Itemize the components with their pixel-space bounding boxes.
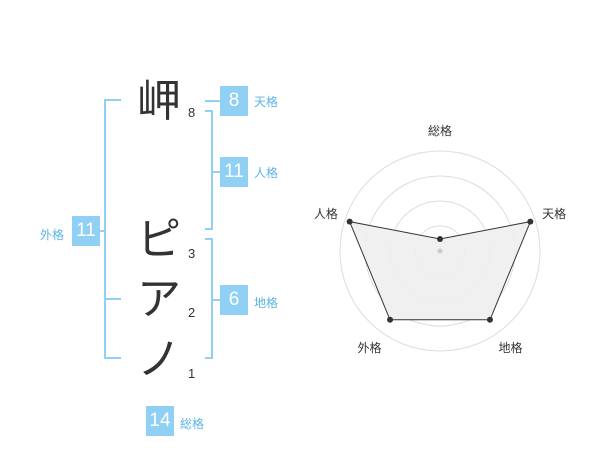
- jinkaku-connector: [211, 171, 220, 173]
- gaikaku-bracket-vertical: [104, 99, 106, 359]
- jinkaku-bracket-vertical: [211, 110, 213, 230]
- name-char-3: ア: [137, 274, 181, 325]
- stroke-count-3: 2: [188, 305, 196, 320]
- tenkaku-connector: [205, 100, 220, 102]
- gaikaku-bracket-inner: [104, 298, 121, 300]
- radar-point-5: [346, 218, 353, 225]
- radar-axis-label: 総格: [428, 123, 452, 138]
- radar-point-2: [527, 218, 534, 225]
- gaikaku-connector: [100, 230, 106, 232]
- jinkaku-bracket-top: [205, 110, 213, 112]
- chikaku-bracket-top: [205, 238, 213, 240]
- stroke-count-1: 8: [188, 105, 196, 120]
- jinkaku-value: 11: [220, 157, 248, 187]
- radar-point-1: [437, 236, 443, 242]
- radar-axis-label: 外格: [357, 340, 381, 355]
- radar-point-4: [387, 316, 394, 323]
- chikaku-bracket-bottom: [205, 357, 213, 359]
- soukaku-label: 総格: [180, 417, 205, 431]
- jinkaku-label: 人格: [254, 166, 279, 180]
- gaikaku-value: 11: [72, 216, 100, 246]
- radar-area: [348, 220, 532, 321]
- gaikaku-bracket-bottom: [104, 357, 121, 359]
- stroke-count-4: 1: [188, 366, 196, 381]
- gaikaku-label: 外格: [40, 228, 65, 242]
- radar-point-3: [486, 316, 493, 323]
- radar-axis-label: 人格: [314, 206, 338, 221]
- name-char-4: ノ: [137, 334, 181, 385]
- chikaku-value: 6: [220, 285, 248, 315]
- jinkaku-bracket-bottom: [205, 228, 213, 230]
- chikaku-label: 地格: [254, 296, 279, 310]
- chikaku-connector: [211, 299, 220, 301]
- gaikaku-bracket-top: [104, 99, 121, 101]
- tenkaku-value: 8: [220, 86, 248, 116]
- tenkaku-label: 天格: [254, 95, 279, 109]
- name-char-2: ピ: [137, 214, 181, 265]
- radar-axis-label: 天格: [542, 206, 566, 221]
- radar-ring-4: [339, 150, 541, 352]
- soukaku-value: 14: [146, 406, 174, 436]
- radar-center-dot: [437, 248, 443, 254]
- stroke-count-2: 3: [188, 246, 196, 261]
- chikaku-bracket-vertical: [211, 238, 213, 359]
- radar-axis-label: 地格: [498, 340, 522, 355]
- name-char-1: 岬: [137, 76, 181, 127]
